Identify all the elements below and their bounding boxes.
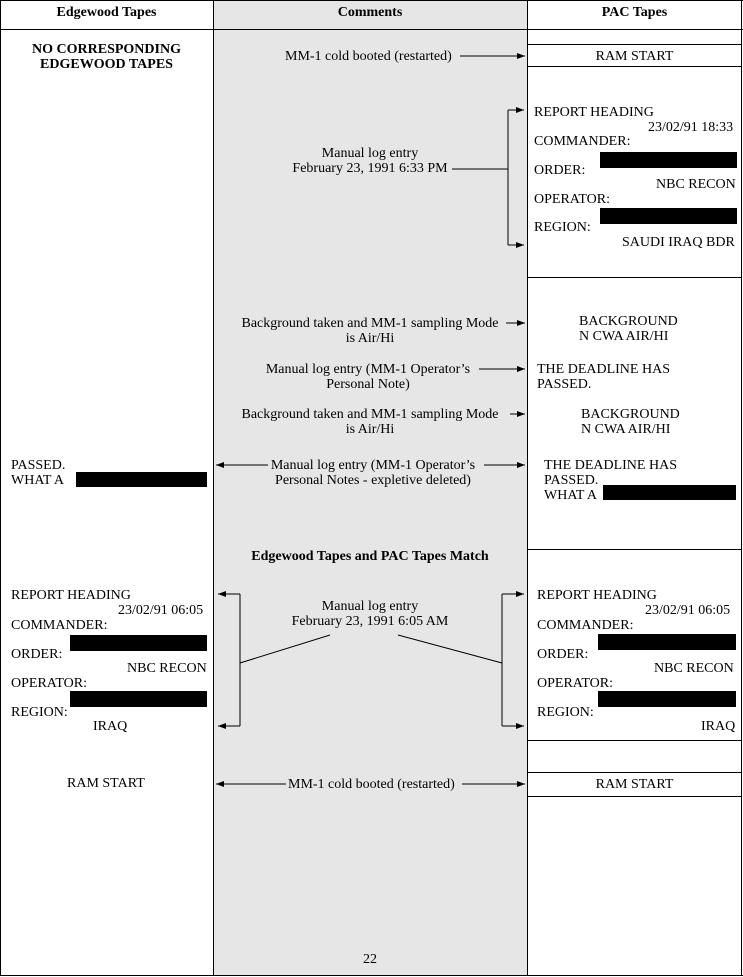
pac-deadline-1-line1: THE DEADLINE HAS xyxy=(537,362,670,377)
pac-rule xyxy=(527,44,742,45)
no-corresponding-line2: EDGEWOOD TAPES xyxy=(40,57,173,72)
comment-manual-log-1: Manual log entry February 23, 1991 6:33 … xyxy=(270,146,470,176)
edgewood-report-commander: COMMANDER: xyxy=(11,618,108,633)
pac-report2-order-value: NBC RECON xyxy=(654,661,734,676)
pac-deadline-2-line1: THE DEADLINE HAS xyxy=(544,458,677,473)
edgewood-report-order: ORDER: xyxy=(11,647,63,662)
pac-deadline-1-line2: PASSED. xyxy=(537,377,592,392)
page-number: 22 xyxy=(363,952,377,967)
pac-report2-commander: COMMANDER: xyxy=(537,618,634,633)
comment-manual-log-1-line2: February 23, 1991 6:33 PM xyxy=(292,161,448,176)
comment-operator-notes-line1: Manual log entry (MM-1 Operator’s xyxy=(270,458,476,473)
edgewood-report-operator: OPERATOR: xyxy=(11,676,87,691)
redaction-bar xyxy=(600,152,737,168)
comment-cold-boot-2: MM-1 cold booted (restarted) xyxy=(288,777,455,792)
comment-cold-boot-1: MM-1 cold booted (restarted) xyxy=(285,49,452,64)
pac-report1-region-value: SAUDI IRAQ BDR xyxy=(622,235,735,250)
edgewood-report-order-value: NBC RECON xyxy=(127,661,207,676)
edgewood-passed-line2: WHAT A xyxy=(11,473,65,488)
redaction-bar xyxy=(70,691,207,707)
diagonal-right xyxy=(397,634,503,664)
pac-background-1: BACKGROUND N CWA AIR/HI xyxy=(579,314,678,344)
pac-report2-order: ORDER: xyxy=(537,647,589,662)
diagonal-left xyxy=(239,634,331,664)
pac-ram-start-1: RAM START xyxy=(595,49,674,64)
redaction-bar xyxy=(76,472,207,487)
header-pac: PAC Tapes xyxy=(601,5,668,20)
edgewood-ram-start: RAM START xyxy=(67,776,145,791)
pac-report2-operator: OPERATOR: xyxy=(537,676,613,691)
pac-report1-order-value: NBC RECON xyxy=(656,177,736,192)
pac-rule xyxy=(527,740,742,741)
comment-background-2-line1: Background taken and MM-1 sampling Mode xyxy=(241,407,499,422)
pac-deadline-2: THE DEADLINE HAS PASSED. WHAT A xyxy=(544,458,677,503)
pac-rule xyxy=(527,549,742,550)
comment-background-1-line1: Background taken and MM-1 sampling Mode xyxy=(241,316,499,331)
pac-report2-region-value: IRAQ xyxy=(701,719,736,734)
pac-background-1-line1: BACKGROUND xyxy=(579,314,678,329)
table-top-border xyxy=(0,0,743,1)
redaction-bar xyxy=(603,485,736,500)
pac-background-2: BACKGROUND N CWA AIR/HI xyxy=(581,407,680,437)
header-bottom-border xyxy=(0,29,743,30)
pac-report1-order: ORDER: xyxy=(534,163,586,178)
edgewood-passed-line1: PASSED. xyxy=(11,458,66,473)
table-right-border xyxy=(741,0,742,976)
pac-ram-start-2: RAM START xyxy=(595,777,674,792)
pac-deadline-1: THE DEADLINE HAS PASSED. xyxy=(537,362,670,392)
redaction-bar xyxy=(598,691,736,707)
header-edgewood: Edgewood Tapes xyxy=(56,5,157,20)
pac-background-2-line1: BACKGROUND xyxy=(581,407,680,422)
comment-manual-log-1-line1: Manual log entry xyxy=(321,146,419,161)
pac-report1-operator: OPERATOR: xyxy=(534,192,610,207)
comment-background-1-line2: is Air/Hi xyxy=(345,331,395,346)
pac-report2-heading: REPORT HEADING xyxy=(537,588,657,603)
comment-background-2-line2: is Air/Hi xyxy=(345,422,395,437)
comment-background-2: Background taken and MM-1 sampling Mode … xyxy=(225,407,515,437)
pac-report1-datetime: 23/02/91 18:33 xyxy=(648,120,734,135)
pac-background-1-line2: N CWA AIR/HI xyxy=(579,329,669,344)
comment-operator-note-line1: Manual log entry (MM-1 Operator’s xyxy=(265,362,471,377)
column-divider-right xyxy=(527,0,528,976)
edgewood-report-datetime: 23/02/91 06:05 xyxy=(118,603,204,618)
table-left-border xyxy=(0,0,1,976)
comment-background-1: Background taken and MM-1 sampling Mode … xyxy=(225,316,515,346)
no-corresponding-note: NO CORRESPONDING EDGEWOOD TAPES xyxy=(0,42,213,72)
comment-manual-log-2-line2: February 23, 1991 6:05 AM xyxy=(291,614,449,629)
pac-rule xyxy=(527,277,742,278)
column-divider-left xyxy=(213,0,214,976)
pac-rule xyxy=(527,772,742,773)
edgewood-report-heading: REPORT HEADING xyxy=(11,588,131,603)
comment-tapes-match: Edgewood Tapes and PAC Tapes Match xyxy=(251,549,489,564)
pac-report1-region: REGION: xyxy=(534,220,591,235)
comment-operator-note-line2: Personal Note) xyxy=(326,377,410,392)
edgewood-report-region: REGION: xyxy=(11,705,68,720)
edgewood-passed: PASSED. WHAT A xyxy=(11,458,65,488)
comment-manual-log-2: Manual log entry February 23, 1991 6:05 … xyxy=(275,599,465,629)
no-corresponding-line1: NO CORRESPONDING xyxy=(32,42,181,57)
pac-deadline-2-line2: PASSED. xyxy=(544,473,599,488)
pac-report2-region: REGION: xyxy=(537,705,594,720)
header-comments: Comments xyxy=(337,5,403,20)
pac-deadline-2-line3: WHAT A xyxy=(544,488,598,503)
pac-report1-heading: REPORT HEADING xyxy=(534,105,654,120)
pac-report2-datetime: 23/02/91 06:05 xyxy=(645,603,731,618)
comment-manual-log-2-line1: Manual log entry xyxy=(321,599,419,614)
redaction-bar xyxy=(598,634,736,650)
pac-report1-commander: COMMANDER: xyxy=(534,134,631,149)
redaction-bar xyxy=(70,635,207,651)
pac-rule xyxy=(527,66,742,67)
comment-operator-notes-line2: Personal Notes - expletive deleted) xyxy=(275,473,471,488)
comment-operator-notes: Manual log entry (MM-1 Operator’s Person… xyxy=(248,458,498,488)
comments-column xyxy=(213,0,527,975)
redaction-bar xyxy=(600,208,737,224)
comment-operator-note: Manual log entry (MM-1 Operator’s Person… xyxy=(248,362,488,392)
pac-rule xyxy=(527,796,742,797)
edgewood-report-region-value: IRAQ xyxy=(93,719,128,734)
table-bottom-border xyxy=(0,975,743,976)
pac-background-2-line2: N CWA AIR/HI xyxy=(581,422,671,437)
